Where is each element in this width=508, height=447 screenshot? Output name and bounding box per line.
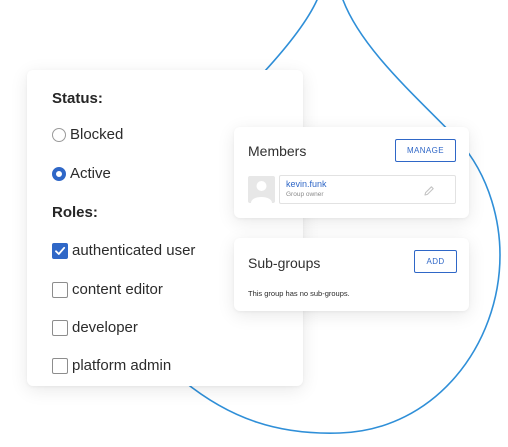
subgroups-empty-text: This group has no sub-groups. — [248, 289, 350, 298]
role-option-content-editor-label: content editor — [72, 281, 163, 298]
status-option-blocked-label: Blocked — [70, 126, 124, 143]
role-option-authenticated-user-label: authenticated user — [72, 242, 196, 259]
add-subgroup-button[interactable]: ADD — [414, 250, 457, 273]
members-card: Members MANAGE kevin.funk Group owner — [234, 127, 469, 218]
user-avatar-icon — [248, 176, 275, 203]
subgroups-title: Sub-groups — [248, 255, 321, 271]
role-option-platform-admin[interactable]: platform admin — [52, 357, 171, 374]
status-option-active-label: Active — [70, 165, 111, 182]
radio-blocked[interactable] — [52, 127, 66, 142]
checkmark-icon — [55, 246, 66, 255]
member-name-link[interactable]: kevin.funk — [286, 179, 327, 189]
member-item[interactable]: kevin.funk Group owner — [279, 175, 456, 204]
status-option-active[interactable]: Active — [52, 165, 111, 182]
roles-label: Roles: — [52, 204, 98, 221]
checkbox-content-editor[interactable] — [52, 281, 68, 298]
role-option-authenticated-user[interactable]: authenticated user — [52, 242, 195, 259]
manage-button[interactable]: MANAGE — [395, 139, 456, 162]
role-option-developer-label: developer — [72, 319, 138, 336]
role-option-developer[interactable]: developer — [52, 319, 138, 336]
role-option-content-editor[interactable]: content editor — [52, 281, 163, 298]
subgroups-card: Sub-groups ADD This group has no sub-gro… — [234, 238, 469, 311]
checkbox-developer[interactable] — [52, 319, 68, 336]
member-row: kevin.funk Group owner — [248, 175, 456, 204]
status-label: Status: — [52, 90, 103, 107]
pencil-icon[interactable] — [423, 184, 435, 202]
checkbox-platform-admin[interactable] — [52, 357, 68, 374]
status-roles-card: Status: Blocked Active Roles: authentica… — [27, 70, 303, 386]
role-option-platform-admin-label: platform admin — [72, 357, 172, 374]
members-title: Members — [248, 143, 307, 159]
status-option-blocked[interactable]: Blocked — [52, 126, 123, 143]
member-role: Group owner — [286, 191, 324, 198]
checkbox-authenticated-user[interactable] — [52, 242, 68, 259]
radio-active[interactable] — [52, 166, 66, 181]
